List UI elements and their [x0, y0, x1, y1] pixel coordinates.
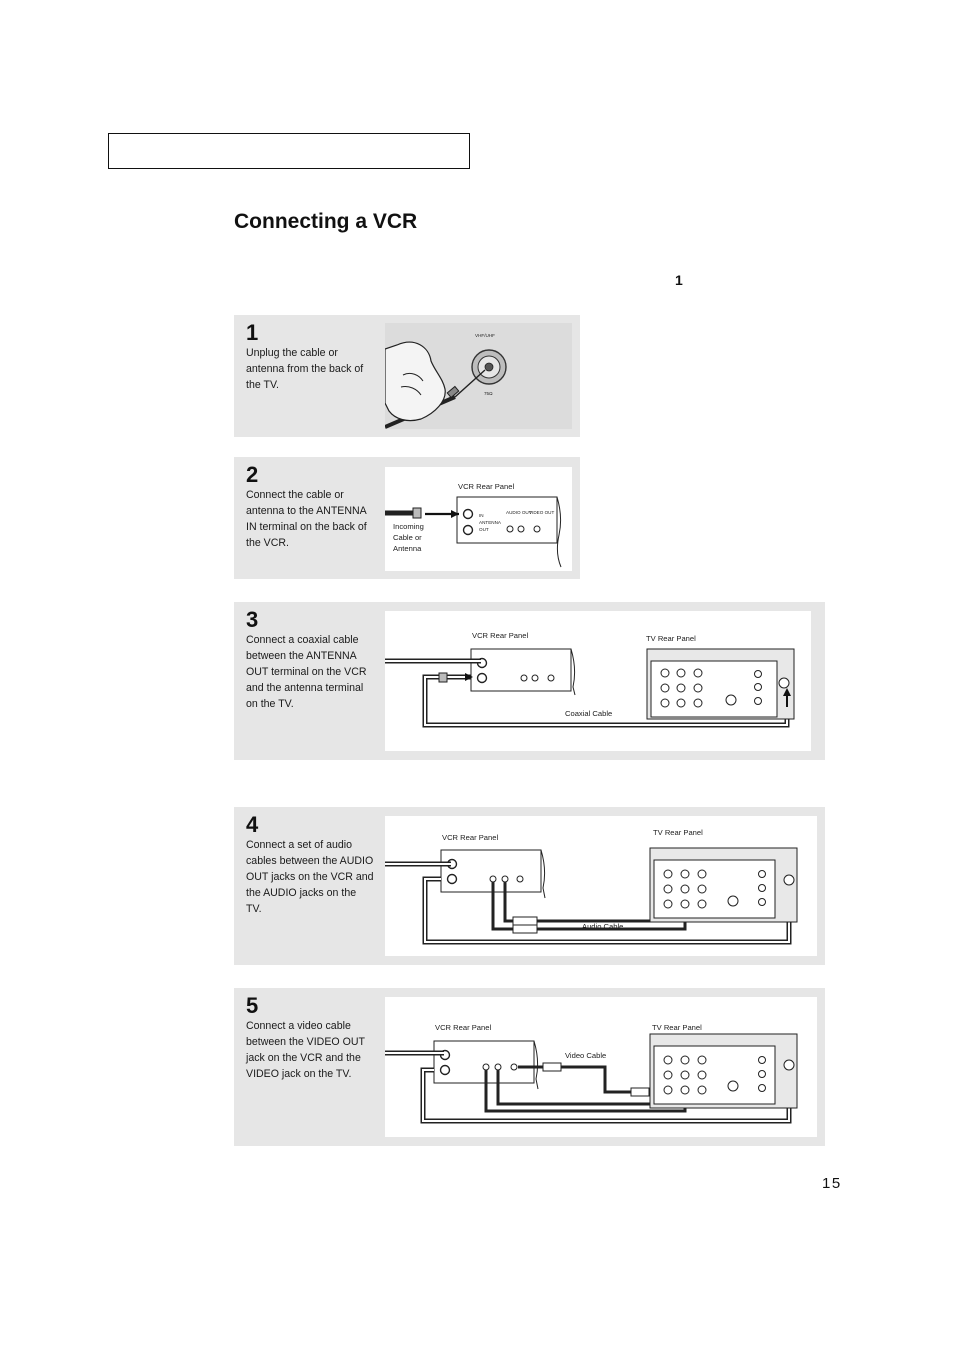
svg-text:VCR Rear Panel: VCR Rear Panel — [472, 631, 528, 640]
step-number: 2 — [246, 462, 259, 487]
svg-text:TV Rear Panel: TV Rear Panel — [653, 828, 703, 837]
step-number: 4 — [246, 812, 259, 837]
svg-text:Incoming: Incoming — [393, 522, 424, 531]
step-2: 2 Connect the cable or antenna to the AN… — [234, 457, 580, 579]
step-2-diagram: VCR Rear Panel IN ANTENNA OUT AUDIO OUT … — [385, 467, 572, 571]
video-connection-illustration: VCR Rear Panel TV Rear Panel Video Cable — [385, 1023, 798, 1124]
svg-text:VCR Rear Panel: VCR Rear Panel — [442, 833, 498, 842]
page-number: 15 — [822, 1175, 842, 1192]
note-marker: 1 — [675, 272, 683, 288]
step-5-diagram: VCR Rear Panel TV Rear Panel Video Cable — [385, 997, 817, 1137]
svg-text:AUDIO OUT: AUDIO OUT — [506, 510, 532, 515]
coaxial-connection-illustration: VCR Rear Panel TV Rear Panel Coaxial Cab… — [385, 631, 795, 728]
svg-text:Cable or: Cable or — [393, 533, 422, 542]
hand-icon — [385, 341, 446, 422]
svg-text:Video Cable: Video Cable — [565, 1051, 606, 1060]
svg-text:Audio Cable: Audio Cable — [582, 922, 623, 931]
step-5: 5 Connect a video cable between the VIDE… — [234, 988, 825, 1146]
step-number: 1 — [246, 320, 259, 345]
svg-text:TV Rear Panel: TV Rear Panel — [646, 634, 696, 643]
ohm-label: 75Ω — [484, 391, 493, 396]
vcr-rear-panel-label: VCR Rear Panel — [458, 482, 514, 491]
step-text: Connect a set of audio cables between th… — [246, 839, 374, 915]
step-1-diagram: VHF/UHF 75Ω — [385, 323, 572, 429]
svg-text:Coaxial Cable: Coaxial Cable — [565, 709, 612, 718]
vhf-uhf-label: VHF/UHF — [475, 333, 495, 338]
section-header-box — [108, 133, 470, 169]
svg-text:TV Rear Panel: TV Rear Panel — [652, 1023, 702, 1032]
step-3: 3 Connect a coaxial cable between the AN… — [234, 602, 825, 760]
audio-connection-illustration: VCR Rear Panel TV Rear Panel Audio Cable — [385, 828, 798, 945]
step-number: 3 — [246, 607, 259, 632]
step-4: 4 Connect a set of audio cables between … — [234, 807, 825, 965]
step-4-diagram: VCR Rear Panel TV Rear Panel Audio Cable — [385, 816, 817, 956]
svg-text:ANTENNA: ANTENNA — [479, 520, 502, 525]
svg-text:OUT: OUT — [479, 527, 489, 532]
svg-text:VIDEO OUT: VIDEO OUT — [529, 510, 554, 515]
step-text: Connect a video cable between the VIDEO … — [246, 1020, 365, 1080]
svg-text:Antenna: Antenna — [393, 544, 422, 553]
step-text: Connect a coaxial cable between the ANTE… — [246, 634, 367, 710]
vcr-antenna-in-illustration: VCR Rear Panel IN ANTENNA OUT AUDIO OUT … — [385, 482, 562, 568]
step-text: Connect the cable or antenna to the ANTE… — [246, 489, 367, 549]
step-text: Unplug the cable or antenna from the bac… — [246, 347, 364, 391]
step-3-diagram: VCR Rear Panel TV Rear Panel Coaxial Cab… — [385, 611, 811, 751]
svg-text:VCR Rear Panel: VCR Rear Panel — [435, 1023, 491, 1032]
svg-text:IN: IN — [479, 513, 484, 518]
step-number: 5 — [246, 993, 259, 1018]
step-1: 1 Unplug the cable or antenna from the b… — [234, 315, 580, 437]
page-title: Connecting a VCR — [234, 210, 418, 233]
unplug-antenna-illustration: VHF/UHF 75Ω — [385, 323, 572, 429]
